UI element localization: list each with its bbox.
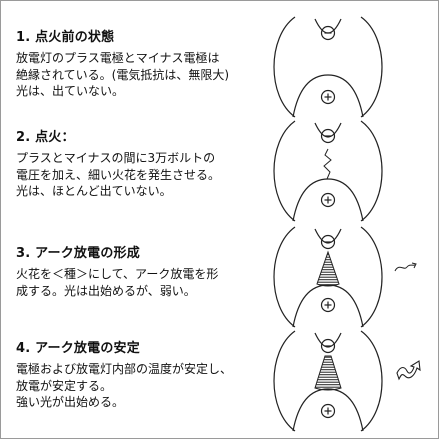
upper-electrode <box>314 332 342 348</box>
step-title: 3. アーク放電の形成 <box>16 246 140 261</box>
upper-electrode <box>314 228 342 244</box>
plus-icon <box>320 192 336 208</box>
lamp-step-2 <box>273 120 383 222</box>
step-description: プラスとマイナスの間に3万ボルトの 電圧を加え、細い火花を発生させる。 光は、ほ… <box>16 150 278 200</box>
upper-electrode <box>314 122 342 138</box>
description-line: 絶縁されている。(電気抵抗は、無限大) <box>16 67 230 82</box>
weak-light-wave-icon <box>394 262 417 272</box>
plus-icon <box>320 403 336 419</box>
lamp-step-3 <box>273 226 417 328</box>
description-line: 放電灯のプラス電極とマイナス電極は <box>16 51 220 65</box>
bulb-left-wall <box>273 226 296 328</box>
lamp-step-4 <box>273 330 421 432</box>
step-3-text: 3. アーク放電の形成 火花を＜種＞にして、アーク放電を形 成する。光は出始める… <box>16 245 278 299</box>
step-title: 4. アーク放電の安定 <box>16 341 140 356</box>
step-1-text: 1. 点火前の状態 放電灯のプラス電極とマイナス電極は 絶縁されている。(電気抵… <box>16 29 278 100</box>
step-description: 放電灯のプラス電極とマイナス電極は 絶縁されている。(電気抵抗は、無限大) 光は… <box>16 50 278 100</box>
description-line: 成する。光は出始めるが、弱い。 <box>16 283 196 298</box>
step-4-text: 4. アーク放電の安定 電極および放電灯内部の温度が安定し、 放電が安定する。 … <box>16 340 278 411</box>
description-line: 放電が安定する。 <box>16 378 113 393</box>
spark-line <box>323 148 332 180</box>
plus-icon <box>320 89 336 105</box>
lower-electrode <box>292 178 364 222</box>
bulb-right-wall <box>360 16 383 118</box>
step-description: 火花を＜種＞にして、アーク放電を形 成する。光は出始めるが、弱い。 <box>16 266 278 299</box>
minus-icon <box>320 234 336 250</box>
strong-light-wave-icon <box>396 360 421 381</box>
bulb-left-wall <box>273 16 296 118</box>
step-title: 1. 点火前の状態 <box>16 30 115 45</box>
step-title: 2. 点火： <box>16 130 75 145</box>
description-line: 強い光が出始める。 <box>16 395 125 409</box>
arc-discharge <box>314 355 342 391</box>
description-line: 火花を＜種＞にして、アーク放電を形 <box>16 267 219 281</box>
bulb-left-wall <box>273 120 296 222</box>
minus-icon <box>320 25 336 41</box>
step-2-text: 2. 点火： プラスとマイナスの間に3万ボルトの 電圧を加え、細い火花を発生させ… <box>16 129 278 200</box>
lamp-step-1 <box>273 16 383 118</box>
plus-icon <box>320 297 336 313</box>
arc-discharge <box>316 250 340 287</box>
lower-electrode <box>292 74 364 118</box>
description-line: 電極および放電灯内部の温度が安定し、 <box>16 362 233 376</box>
minus-icon <box>320 338 336 354</box>
description-line: 光は、ほとんど出ていない。 <box>16 184 172 198</box>
description-line: プラスとマイナスの間に3万ボルトの <box>16 151 216 165</box>
bulb-left-wall <box>273 330 296 432</box>
bulb-right-wall <box>360 330 383 432</box>
bulb-right-wall <box>360 120 383 222</box>
description-line: 電圧を加え、細い火花を発生させる。 <box>16 167 221 182</box>
minus-icon <box>320 128 336 144</box>
description-line: 光は、出ていない。 <box>16 84 125 98</box>
bulb-right-wall <box>360 226 383 328</box>
step-description: 電極および放電灯内部の温度が安定し、 放電が安定する。 強い光が出始める。 <box>16 361 278 411</box>
